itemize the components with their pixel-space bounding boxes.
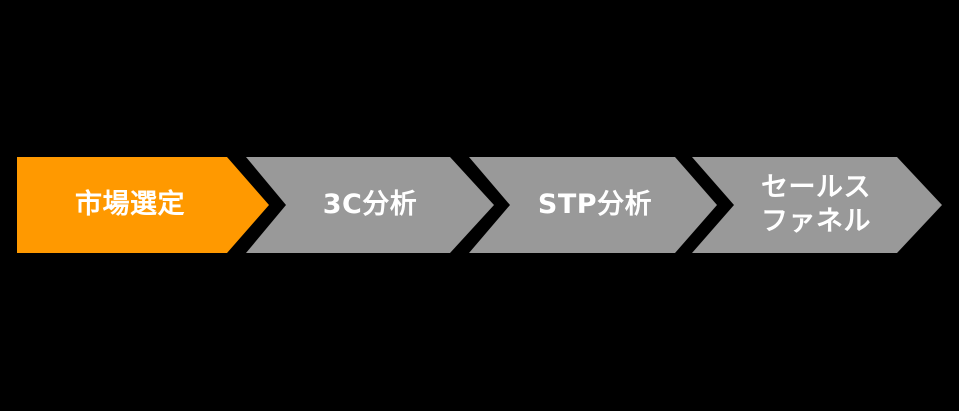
- step-3-label: STP分析: [537, 189, 653, 220]
- step-1-label: 市場選定: [75, 189, 185, 220]
- step-4-label: セールス ファネル: [761, 172, 871, 237]
- step-2-label: 3C分析: [322, 189, 418, 220]
- step-4-arrow: [692, 157, 942, 253]
- step-1-arrow: [17, 157, 269, 253]
- step-2-arrow: [246, 157, 494, 253]
- step-3-arrow: [469, 157, 717, 253]
